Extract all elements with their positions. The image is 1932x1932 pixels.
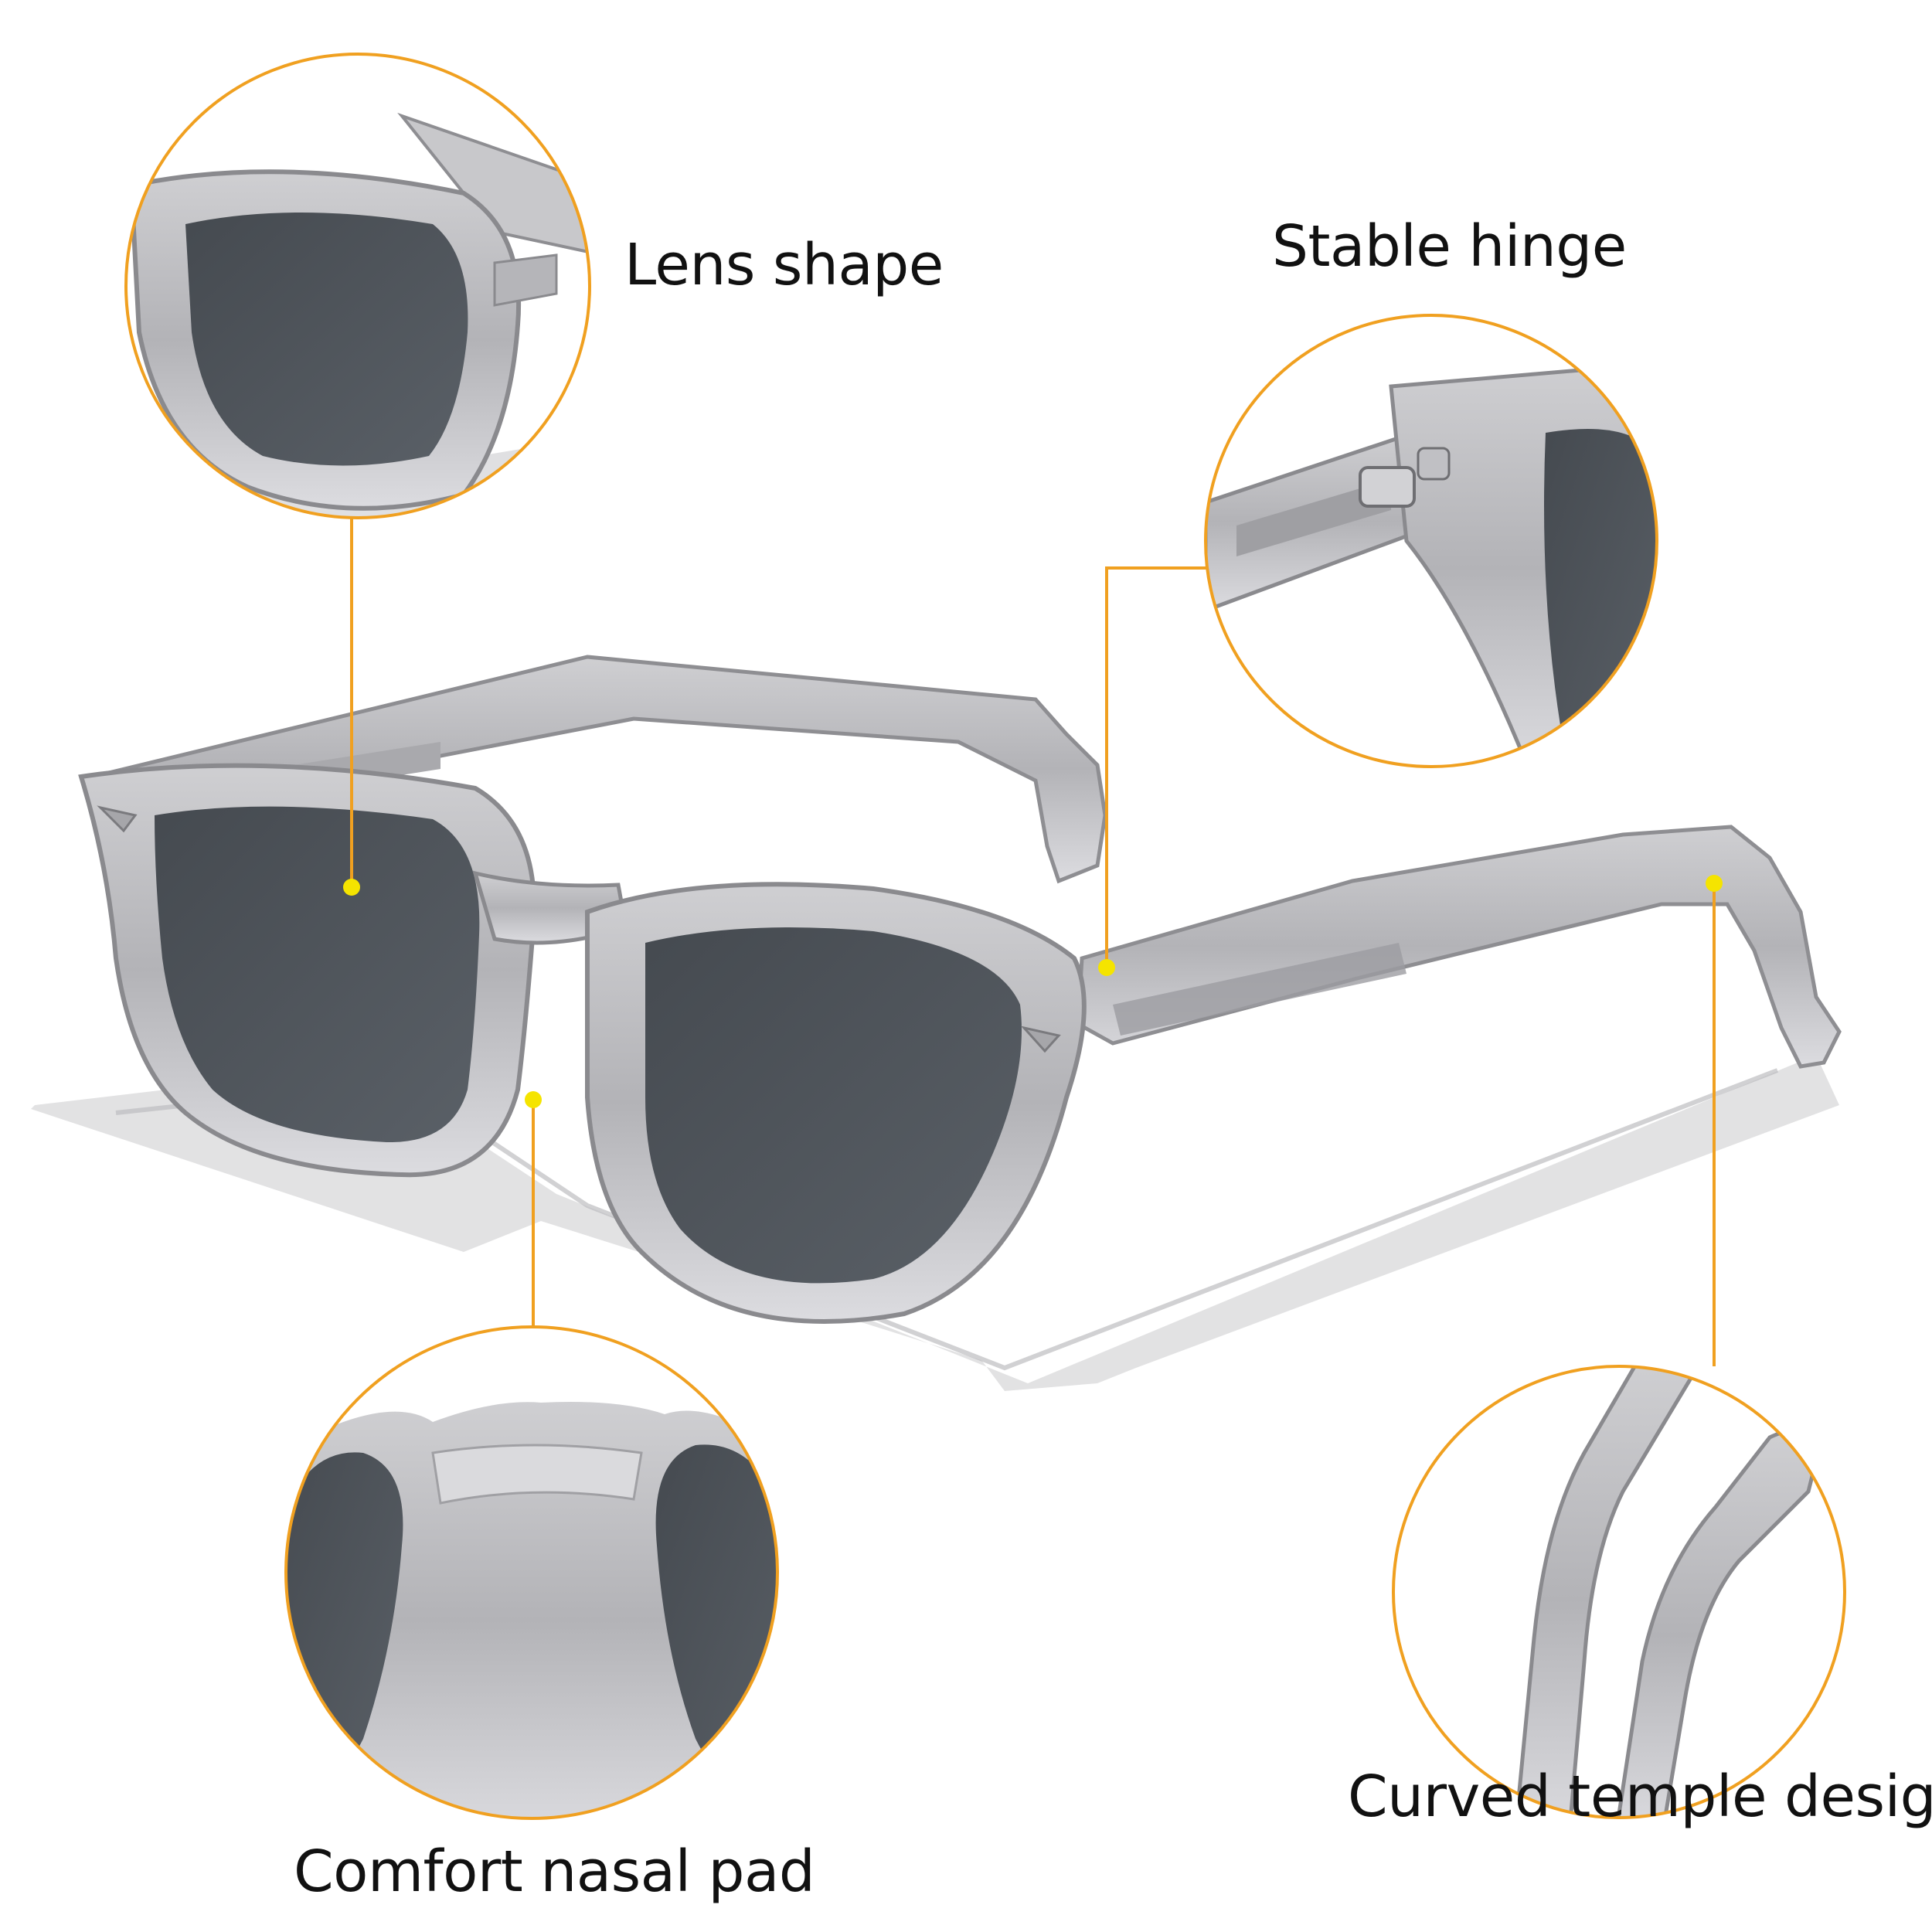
leader-lines — [350, 518, 1716, 1366]
near-temple-arm — [1076, 825, 1842, 1069]
left-lens — [155, 806, 480, 1143]
right-lens — [645, 927, 1022, 1284]
callout-curved-temple: Curved temple design — [1348, 1764, 1932, 1830]
marker-dot-temple — [1706, 875, 1723, 892]
callout-lens-shape: Lens shape — [624, 232, 944, 298]
detail-circle-stable-hinge — [1204, 314, 1658, 768]
marker-dot-lens — [343, 879, 360, 896]
far-temple-arm — [92, 655, 1107, 884]
detail-circle-lens-shape — [124, 53, 591, 519]
callout-nasal-pad: Comfort nasal pad — [294, 1838, 815, 1905]
marker-dot-nasal — [525, 1091, 542, 1108]
marker-dot-hinge — [1098, 959, 1115, 976]
sunglasses-main — [31, 655, 1842, 1391]
detail-circle-nasal-pad — [284, 1325, 779, 1820]
callout-stable-hinge: Stable hinge — [1272, 213, 1627, 280]
detail-circle-curved-temple — [1392, 1365, 1846, 1819]
